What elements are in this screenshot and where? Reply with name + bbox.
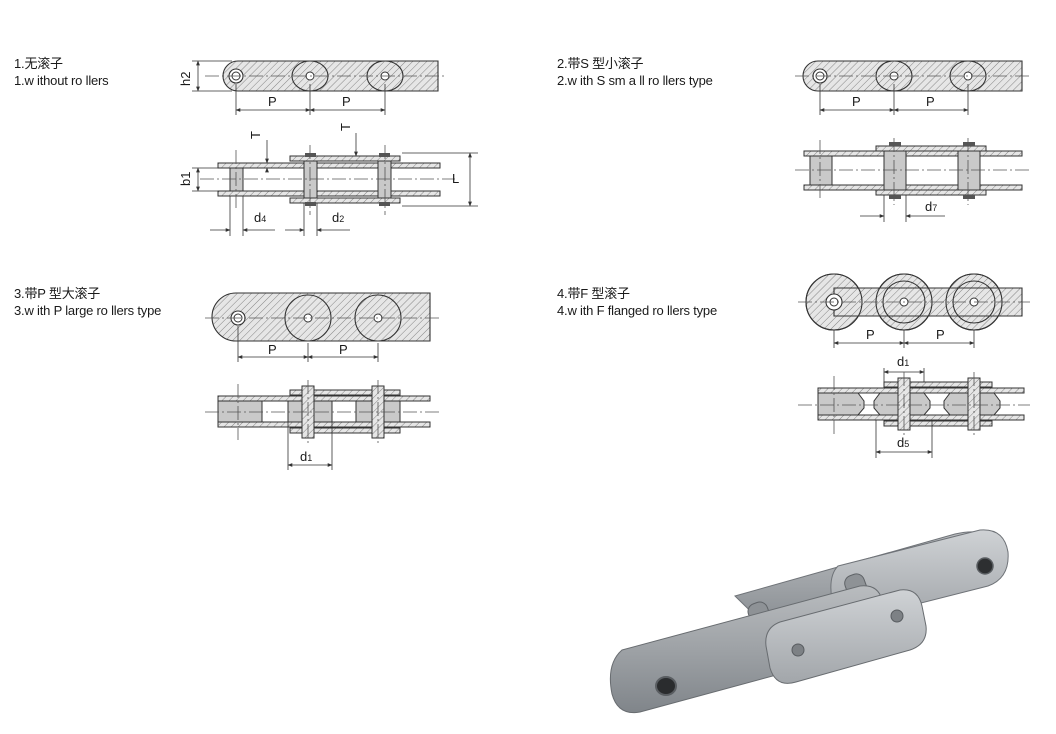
type-4-label-d5: d5 [897, 435, 909, 450]
type-3-label-p-2: P [339, 342, 348, 357]
type-2-label-d7: d7 [925, 199, 937, 214]
caption-type-4-en: 4.w ith F flanged ro llers type [557, 303, 717, 318]
chain-product-illustration [609, 529, 1009, 714]
caption-type-3: 3.带P 型大滚子 3.w ith P large ro llers type [14, 285, 161, 319]
caption-type-3-cn: 3.带P 型大滚子 [14, 286, 101, 301]
caption-type-1-cn: 1.无滚子 [14, 56, 63, 71]
type-1-label-h2: h2 [178, 72, 193, 86]
caption-type-2-en: 2.w ith S sm a ll ro llers type [557, 73, 713, 88]
type-3-label-d1: d1 [300, 449, 312, 464]
caption-type-2: 2.带S 型小滚子 2.w ith S sm a ll ro llers typ… [557, 55, 713, 89]
caption-type-1-en: 1.w ithout ro llers [14, 73, 109, 88]
type-2-label-p-1: P [852, 94, 861, 109]
type-2-top-view: d7 [795, 138, 1030, 222]
type-3-label-p-1: P [268, 342, 277, 357]
type-4-label-p-1: P [866, 327, 875, 342]
caption-type-1: 1.无滚子 1.w ithout ro llers [14, 55, 109, 89]
caption-type-4: 4.带F 型滚子 4.w ith F flanged ro llers type [557, 285, 717, 319]
drawing-type-2: P P d7 [795, 60, 1030, 222]
caption-type-3-en: 3.w ith P large ro llers type [14, 303, 162, 318]
type-1-side-view: h2 P P [178, 60, 445, 115]
type-1-label-d4: dd44 [254, 210, 266, 225]
type-3-top-view: d1 [205, 380, 440, 470]
drawing-type-3: P P d1 [205, 292, 440, 470]
caption-type-2-cn: 2.带S 型小滚子 [557, 56, 644, 71]
type-1-label-t-2: T [338, 123, 353, 131]
type-4-top-view: d1 d5 [798, 354, 1030, 458]
type-2-side-view: P P [795, 60, 1030, 115]
type-4-label-p-2: P [936, 327, 945, 342]
type-4-label-d1: d1 [897, 354, 909, 369]
caption-type-4-cn: 4.带F 型滚子 [557, 286, 630, 301]
type-3-side-view: P P [205, 292, 440, 362]
type-1-label-p-1: P [268, 94, 277, 109]
type-1-label-t-1: T [248, 131, 263, 139]
drawing-type-4: P P d1 d5 [798, 273, 1030, 458]
drawing-type-1: h2 P P T [178, 60, 478, 236]
type-1-label-d2: d2 [332, 210, 344, 225]
type-1-top-view: T T b1 L dd44 d2 [178, 123, 478, 236]
type-2-label-p-2: P [926, 94, 935, 109]
type-1-label-p-2: P [342, 94, 351, 109]
type-1-label-b1: b1 [178, 172, 193, 186]
type-1-label-l: L [452, 171, 459, 186]
type-4-side-view: P P [798, 273, 1030, 348]
